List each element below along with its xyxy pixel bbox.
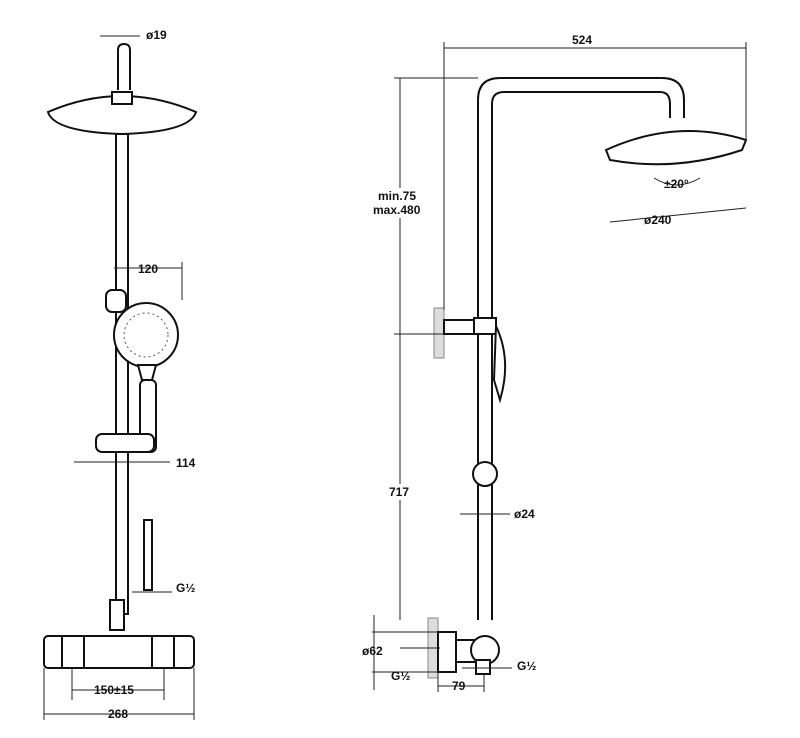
dim-height-max: max.480 [373, 203, 421, 217]
wall-hatch-upper [433, 307, 445, 359]
dim-head-diameter: ø240 [644, 213, 672, 227]
dim-tilt-angle: ±20° [664, 177, 689, 191]
mixer-flange-right [151, 635, 175, 669]
dim-total-width: 268 [108, 707, 128, 721]
hand-shower-side [492, 325, 507, 404]
dim-flange-diameter: ø62 [362, 644, 383, 658]
mixer-connector [109, 599, 125, 631]
dim-hand-shower-width: 120 [138, 262, 158, 276]
dim-rail-diameter: ø24 [514, 507, 535, 521]
slider-holder [95, 433, 155, 453]
dim-hose-thread: G½ [176, 581, 195, 595]
side-view: 524 min.75 max.480 ±20° ø240 717 ø24 ø62… [362, 33, 748, 693]
mixer-flange-side [437, 631, 457, 673]
wall-bracket [105, 289, 127, 313]
riser-rail [115, 133, 129, 615]
dim-pipe-diameter: ø19 [146, 28, 167, 42]
slider-knob [472, 461, 498, 487]
overhead-shower-side [604, 130, 748, 166]
dim-inlet-spacing: 150±15 [94, 683, 134, 697]
shower-arm-inner [491, 91, 671, 620]
dim-inlet-thread: G½ [391, 669, 410, 683]
riser-top-bend [117, 42, 131, 90]
dim-outlet-thread: G½ [517, 659, 536, 673]
dim-holder-offset: 114 [176, 456, 196, 470]
dim-arm-reach: 524 [572, 33, 592, 47]
dim-height-min: min.75 [378, 189, 416, 203]
wall-bracket-side [443, 319, 479, 335]
bracket-clamp [473, 317, 497, 335]
hand-shower-neck [136, 364, 158, 381]
mixer-flange-left [61, 635, 85, 669]
spray-nozzles [123, 312, 169, 358]
hose [143, 519, 153, 591]
front-view: ø19 120 114 G½ 150±15 268 [43, 28, 198, 721]
overhead-shower-front [46, 95, 198, 136]
dim-wall-distance: 79 [452, 679, 466, 693]
dim-rail-height: 717 [389, 485, 409, 499]
ball-joint [111, 91, 133, 105]
mixer-outlet [475, 659, 491, 675]
